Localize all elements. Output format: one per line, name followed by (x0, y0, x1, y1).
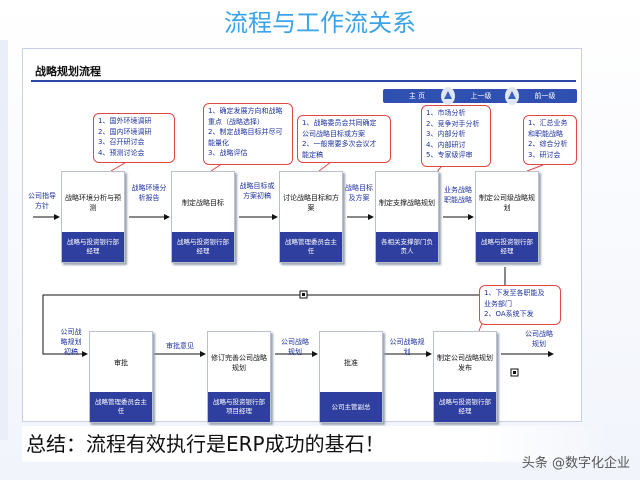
watermark: 头条 @数字化企业 (521, 456, 630, 471)
step-role: 战略与投资银行部经理 (434, 392, 496, 422)
flow-label-goal-plan: 战略目标及方案 (345, 184, 373, 202)
step-role: 战略与投资银行部经理 (62, 232, 124, 262)
step-label: 讨论战略目标和方案 (283, 194, 339, 212)
step-env-analysis[interactable]: 战略环境分析与预测 战略与投资银行部经理 (61, 171, 125, 263)
step-label: 制定战略目标 (182, 199, 224, 207)
callout-item: 3、内部分析 (426, 130, 466, 138)
callout-item: 业务部门 (484, 299, 512, 308)
step-set-goal[interactable]: 制定战略目标 战略与投资银行部经理 (171, 171, 235, 263)
callout-strategy-goal: 1、确定发展方向和战略 重点（战略选择） 2、制定战略目标并尽可 能量化 3、战… (203, 103, 293, 165)
step-role: 战略与投资银行部项目经理 (208, 392, 270, 422)
nav-prev-button[interactable]: 上一级 (470, 92, 492, 100)
slide-side-bar (0, 40, 8, 440)
step-label: 制定公司战略规划发布 (437, 354, 493, 372)
callout-item: 2、OA系统下发 (484, 310, 534, 318)
callout-item: 和职能战略 (528, 129, 563, 138)
callout-item: 2、一般需要多次会议才 (302, 140, 377, 148)
diagram-nav-bar: 主 页 上一级 前一级 (383, 87, 577, 105)
callout-item: 2、国内环境调研 (98, 127, 152, 136)
step-label: 修订完善公司战略规划 (211, 354, 267, 372)
callout-item: 3、战略评估 (208, 149, 248, 157)
callout-item: 1、战略委员会共同确定 (302, 119, 377, 127)
callout-item: 1、市场分析 (426, 109, 466, 117)
flow-label-plan-2: 公司战略规划 (389, 338, 425, 356)
step-label: 批准 (344, 359, 358, 367)
step-role: 各相关支撑部门负责人 (376, 232, 438, 262)
nav-home-button[interactable]: 主 页 (408, 92, 426, 100)
callout-item: 1、国外环境调研 (98, 117, 152, 125)
callout-item: 2、竞争对手分析 (426, 119, 480, 128)
callout-item: 能量化 (208, 138, 229, 147)
callout-discuss-goal: 1、战略委员会共同确定 公司战略目标或方案 2、一般需要多次会议才 能定稿 (297, 115, 391, 163)
callout-publish: 1、下发至各职能及 业务部门 2、OA系统下发 (479, 285, 561, 325)
diagram-title: 战略规划流程 (35, 65, 101, 78)
flow-label-start: 公司指导方针 (28, 192, 56, 210)
flow-label-analysis-report: 战略环境分析报告 (131, 184, 167, 202)
callout-company-plan: 1、汇总业务 和职能战略 2、综合分析 3、研讨会 (523, 115, 577, 165)
callout-item: 3、召开研讨会 (98, 138, 145, 146)
step-support-plan[interactable]: 制定支撑战略规划 各相关支撑部门负责人 (375, 171, 439, 263)
callout-item: 1、下发至各职能及 (484, 289, 545, 297)
flow-label-review-opinion: 审批意见 (166, 342, 194, 350)
callout-support-plan: 1、市场分析 2、竞争对手分析 3、内部分析 4、内部研讨 5、专家级评审 (421, 105, 491, 167)
flow-label-business-strategy: 业务战略职能战略 (444, 186, 472, 204)
title-rule (31, 80, 576, 82)
callout-item: 4、预测讨论会 (98, 148, 145, 157)
nav-back-button[interactable]: 前一级 (534, 92, 556, 100)
callout-env-analysis: 1、国外环境调研 2、国内环境调研 3、召开研讨会 4、预测讨论会 (93, 113, 175, 163)
step-discuss-goal[interactable]: 讨论战略目标和方案 战略管理委员会主任 (279, 171, 343, 263)
callout-item: 2、制定战略目标并尽可 (208, 128, 283, 136)
callout-item: 公司战略目标或方案 (302, 129, 365, 138)
callout-item: 3、研讨会 (528, 150, 561, 159)
step-company-plan[interactable]: 制定公司级战略规划 战略与投资银行部经理 (475, 171, 539, 263)
slide-title: 流程与工作流关系 (224, 9, 416, 37)
flow-label-goal-draft: 战略目标或方案初稿 (239, 182, 275, 200)
process-diagram: 战略规划流程 主 页 上一级 前一级 (22, 48, 582, 423)
up-arrow-icon[interactable] (505, 87, 519, 105)
up-arrow-icon[interactable] (441, 87, 455, 105)
flow-label-plan-1: 公司战略规划 (281, 338, 309, 356)
callout-item: 4、内部研讨 (426, 140, 466, 149)
callout-item: 1、汇总业务 (528, 119, 568, 127)
step-role: 公司主管副总 (320, 392, 382, 422)
step-approve[interactable]: 批准 公司主管副总 (319, 331, 383, 423)
step-role: 战略与投资银行部经理 (476, 232, 538, 262)
callout-item: 能定稿 (302, 150, 323, 159)
step-label: 战略环境分析与预测 (65, 194, 121, 212)
step-revise-plan[interactable]: 修订完善公司战略规划 战略与投资银行部项目经理 (207, 331, 271, 423)
flow-label-end: 公司战略规划 (525, 330, 553, 348)
flow-label-plan-draft: 公司战略规划初稿 (60, 328, 82, 356)
callout-item: 5、专家级评审 (426, 151, 473, 159)
step-review[interactable]: 审批 战略管理委员会主任 (89, 331, 153, 423)
step-role: 战略管理委员会主任 (90, 392, 152, 422)
step-label: 审批 (114, 359, 128, 367)
step-role: 战略与投资银行部经理 (172, 232, 234, 262)
step-role: 战略管理委员会主任 (280, 232, 342, 262)
callout-item: 1、确定发展方向和战略 (208, 107, 283, 115)
callout-item: 重点（战略选择） (208, 117, 264, 126)
summary-text: 总结：流程有效执行是ERP成功的基石！ (22, 426, 610, 462)
callout-item: 2、综合分析 (528, 140, 568, 148)
step-label: 制定支撑战略规划 (379, 199, 435, 207)
step-publish-plan[interactable]: 制定公司战略规划发布 战略与投资银行部经理 (433, 331, 497, 423)
step-label: 制定公司级战略规划 (479, 194, 535, 212)
